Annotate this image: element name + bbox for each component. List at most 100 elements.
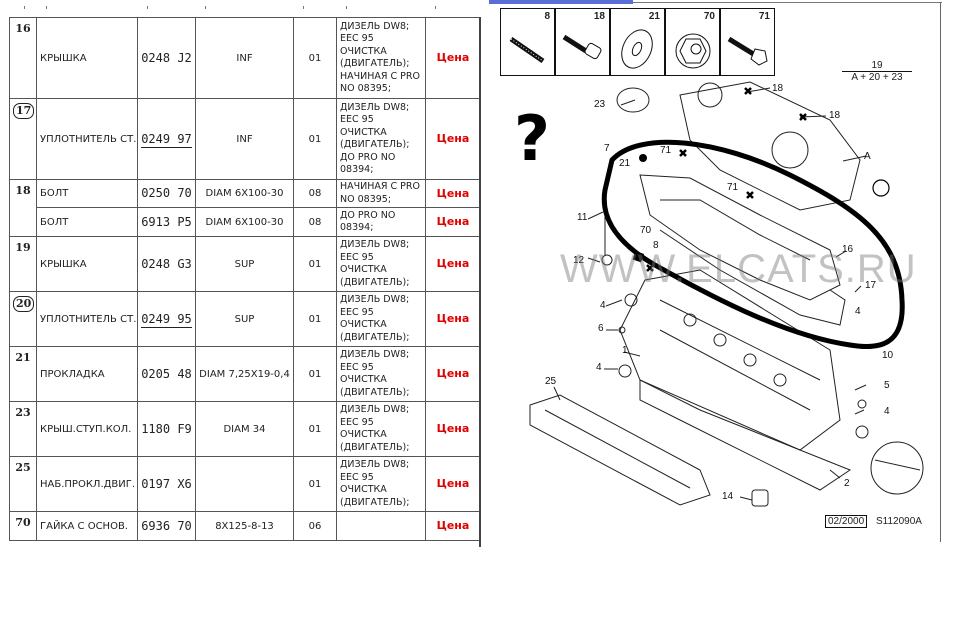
callout-25: 25 (545, 376, 557, 387)
price-link[interactable]: Цена (436, 257, 470, 270)
callout-21: 21 (619, 158, 631, 169)
part-applicability: ДИЗЕЛЬ DW8; EEC 95 ОЧИСТКА (ДВИГАТЕЛЬ); … (336, 17, 426, 99)
part-applicability: НАЧИНАЯ С PRO NO 08395; (336, 179, 426, 208)
fastener-box: 21 (610, 8, 665, 76)
detail-zoom-circle (870, 441, 924, 495)
callout-5: 5 (884, 380, 890, 391)
part-reference-text: 6913 P5 (141, 214, 192, 229)
part-reference: 1180 F9 (137, 401, 196, 457)
part-name: НАБ.ПРОКЛ.ДВИГ. (36, 456, 138, 512)
item-number-text: 17 (13, 103, 35, 119)
price-link[interactable]: Цена (436, 312, 470, 325)
part-reference-text: 6936 70 (141, 518, 192, 533)
part-quantity: 01 (293, 456, 337, 512)
part-name: БОЛТ (36, 179, 138, 208)
item-number: 20 (9, 291, 37, 347)
part-reference: 0248 G3 (137, 236, 196, 292)
part-spec (195, 456, 294, 512)
item-number-text: 21 (15, 351, 31, 364)
table-remnant-tick (435, 6, 436, 9)
question-mark-annotation: ? (514, 102, 550, 175)
fastener-label: 8 (544, 11, 550, 22)
top-accent-bar (489, 0, 633, 4)
item-number-text: 18 (15, 184, 31, 197)
part-name: КРЫШ.СТУП.КОЛ. (36, 401, 138, 457)
price-cell: Цена (425, 98, 481, 180)
price-cell: Цена (425, 207, 481, 237)
callout-17: 17 (865, 280, 877, 291)
part-reference: 6936 70 (137, 511, 196, 541)
fastener-box: 8 (500, 8, 555, 76)
watermark: WWW.ELCATS.RU (560, 247, 917, 291)
item-number-text: 16 (15, 22, 31, 35)
stud-icon (509, 36, 545, 64)
part-reference-text: 0250 70 (141, 186, 192, 200)
callout-12: 12 (573, 255, 585, 266)
table-remnant-tick (303, 6, 304, 9)
part-reference: 6913 P5 (137, 207, 196, 237)
price-cell: Цена (425, 236, 481, 292)
item-number-text: 23 (15, 406, 31, 419)
part-spec: DIAM 34 (195, 401, 294, 457)
callout-4: 4 (884, 406, 890, 417)
callout-11: 11 (577, 212, 588, 223)
price-link[interactable]: Цена (436, 477, 470, 490)
part-reference-text: 1180 F9 (141, 421, 192, 436)
fastener-label: 71 (758, 11, 770, 22)
price-link[interactable]: Цена (436, 132, 470, 145)
gasket-part (659, 229, 846, 326)
part-quantity: 01 (293, 401, 337, 457)
item-number: 17 (9, 98, 37, 180)
valve-cover-part (639, 174, 841, 301)
price-link[interactable]: Цена (436, 186, 470, 200)
part-reference-text: 0249 95 (141, 311, 192, 328)
item-number: 25 (9, 456, 37, 512)
part-name: ПРОКЛАДКА (36, 346, 138, 402)
table-remnant-tick (205, 6, 206, 9)
part-spec: INF (195, 98, 294, 180)
part-reference: 0248 J2 (137, 17, 196, 99)
price-cell: Цена (425, 291, 481, 347)
price-cell: Цена (425, 456, 481, 512)
price-link[interactable]: Цена (436, 519, 470, 532)
price-link[interactable]: Цена (436, 367, 470, 380)
part-reference-text: 0248 G3 (141, 256, 192, 271)
price-link[interactable]: Цена (436, 422, 470, 435)
part-reference: 0249 97 (137, 98, 196, 180)
item-number-text: 19 (15, 241, 31, 254)
part-name: БОЛТ (36, 207, 138, 237)
part-reference: 0249 95 (137, 291, 196, 347)
callout-4: 4 (855, 306, 861, 317)
callout-71: 71 (660, 145, 672, 156)
part-reference-text: 0249 97 (141, 131, 192, 148)
table-right-edge (479, 17, 481, 547)
price-link[interactable]: Цена (436, 51, 470, 64)
item-number-text: 70 (15, 516, 31, 529)
callout-23: 23 (594, 99, 606, 110)
callout-2: 2 (844, 478, 850, 489)
price-link[interactable]: Цена (436, 215, 470, 228)
part-applicability: ДИЗЕЛЬ DW8; EEC 95 ОЧИСТКА (ДВИГАТЕЛЬ); … (336, 98, 426, 180)
part-quantity: 01 (293, 98, 337, 180)
part-quantity: 01 (293, 236, 337, 292)
part-spec: DIAM 7,25X19-0,4 (195, 346, 294, 402)
part-name: КРЫШКА (36, 17, 138, 99)
cylinder-head-part (619, 269, 841, 451)
part-reference: 0250 70 (137, 179, 196, 208)
kit-formula-top: 19 (842, 60, 912, 72)
part-reference: 0205 48 (137, 346, 196, 402)
table-remnant-tick (147, 6, 148, 9)
kit-formula: 19 A + 20 + 23 (842, 60, 912, 83)
part-quantity: 06 (293, 511, 337, 541)
part-applicability: ДИЗЕЛЬ DW8; EEC 95 ОЧИСТКА (ДВИГАТЕЛЬ); (336, 401, 426, 457)
engine-cylinder-head-diagram (529, 81, 924, 507)
callout-8: 8 (653, 240, 659, 251)
gasket-set-part (529, 394, 711, 506)
